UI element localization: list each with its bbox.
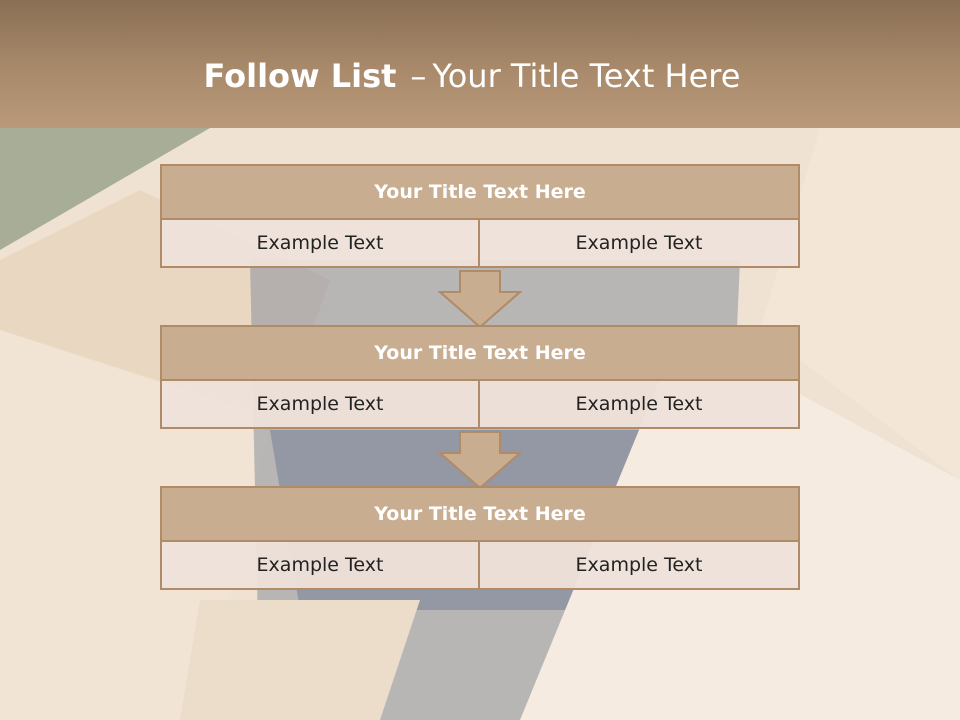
step-title: Your Title Text Here [160, 164, 800, 220]
step-row: Example Text Example Text [160, 542, 800, 590]
step-row: Example Text Example Text [160, 220, 800, 268]
slide-title-rest: Your Title Text Here [432, 57, 741, 95]
step-cell-right: Example Text [480, 542, 800, 590]
step-block-3: Your Title Text Here Example Text Exampl… [160, 486, 800, 590]
down-arrow-icon [438, 270, 522, 328]
step-cell-left: Example Text [160, 220, 480, 268]
step-title: Your Title Text Here [160, 486, 800, 542]
step-block-1: Your Title Text Here Example Text Exampl… [160, 164, 800, 268]
step-block-2: Your Title Text Here Example Text Exampl… [160, 325, 800, 429]
slide-title-dash: – [410, 57, 427, 95]
step-title: Your Title Text Here [160, 325, 800, 381]
step-cell-right: Example Text [480, 220, 800, 268]
step-row: Example Text Example Text [160, 381, 800, 429]
slide-title-strong: Follow List [203, 57, 397, 95]
step-cell-left: Example Text [160, 542, 480, 590]
title-bar [0, 0, 960, 128]
slide-title: Follow List–Your Title Text Here [0, 56, 944, 96]
down-arrow-icon [438, 431, 522, 489]
step-cell-right: Example Text [480, 381, 800, 429]
step-cell-left: Example Text [160, 381, 480, 429]
